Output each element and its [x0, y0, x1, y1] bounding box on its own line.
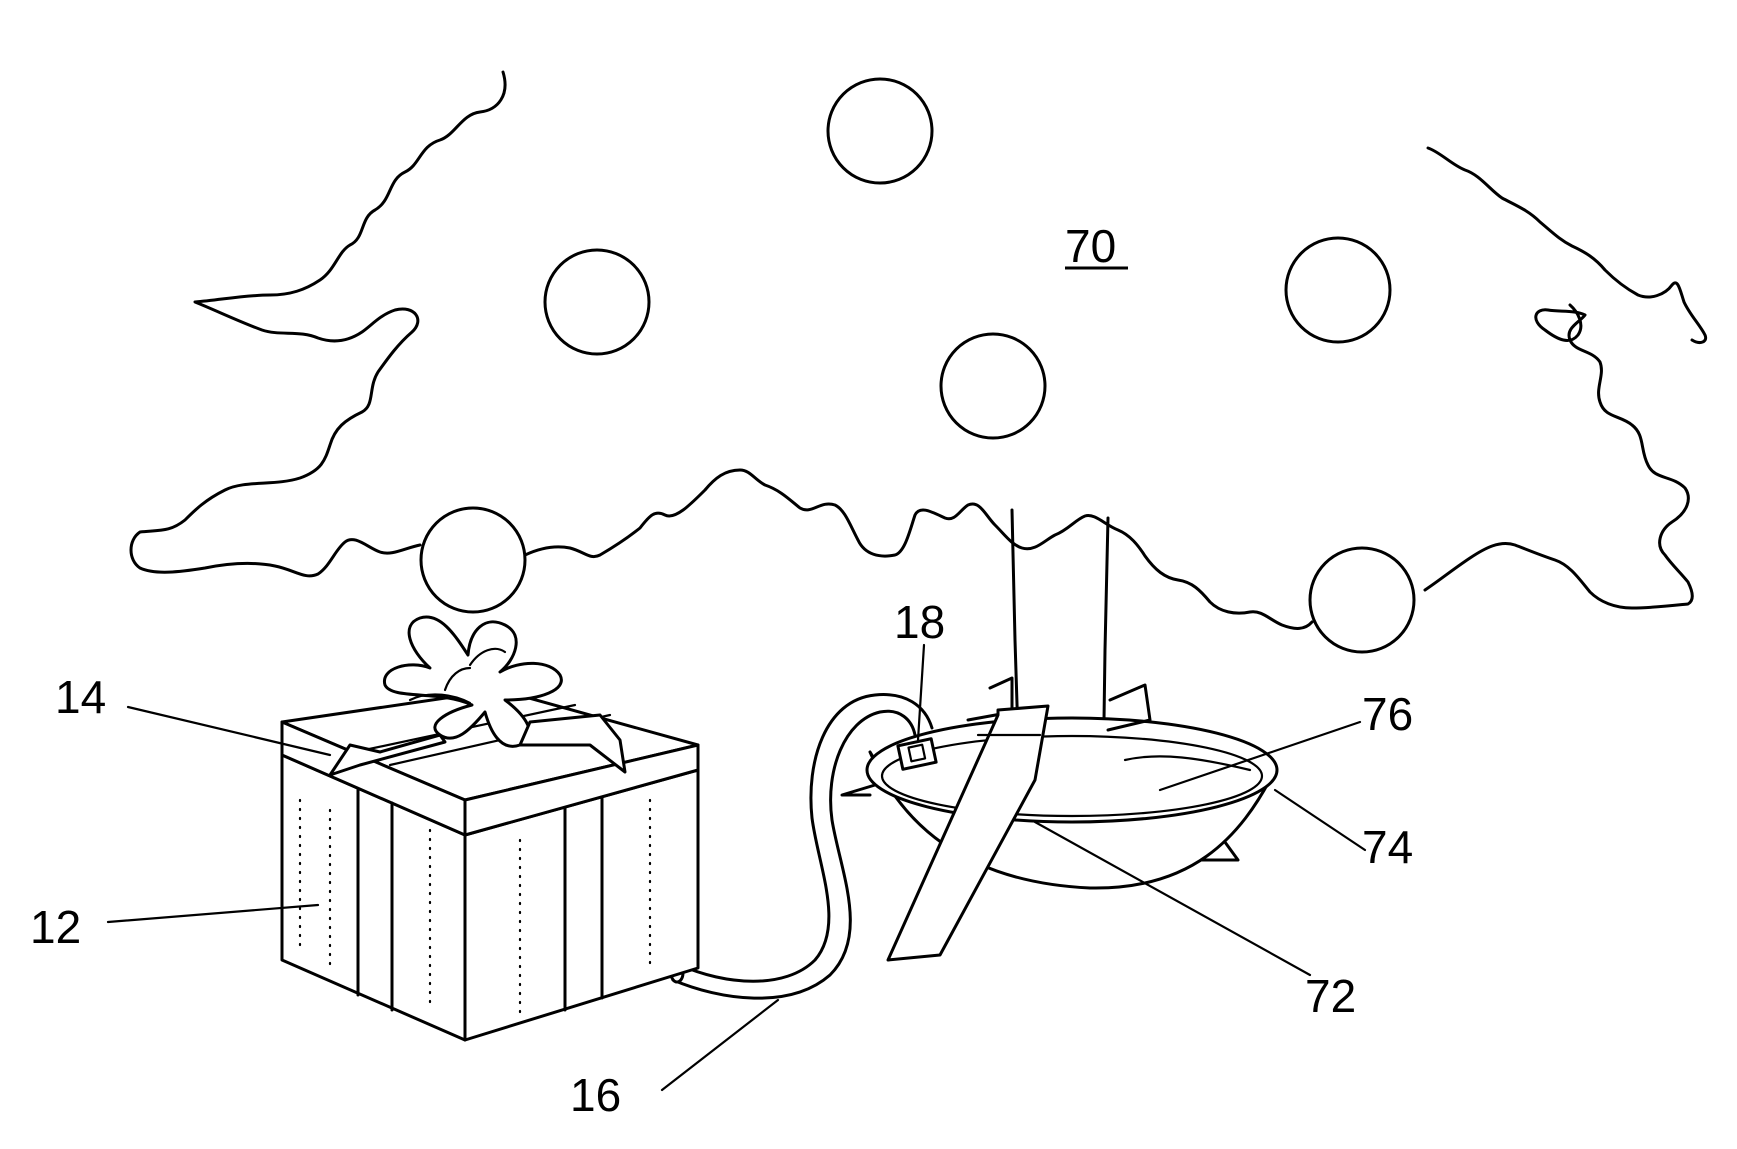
tree-foliage-left-outline — [131, 72, 505, 576]
ornament — [941, 334, 1045, 438]
leader-line-16 — [662, 1000, 778, 1090]
connector — [898, 739, 936, 770]
leader-line-74 — [1275, 790, 1365, 850]
label-water: 76 — [1362, 688, 1413, 740]
tree-stand-legs — [842, 785, 875, 795]
tree-foliage-right-upper-outline — [1428, 148, 1706, 342]
ornament — [1286, 238, 1390, 342]
label-gift-box: 12 — [30, 901, 81, 953]
ornament — [828, 79, 932, 183]
label-stand-rim: 74 — [1362, 821, 1413, 873]
tree-foliage-right-outline — [1425, 305, 1692, 608]
ornament — [421, 508, 525, 612]
label-lid: 14 — [55, 671, 106, 723]
ornament — [1310, 548, 1414, 652]
label-tree: 70 — [1065, 220, 1116, 272]
label-hose: 16 — [570, 1069, 621, 1121]
leader-line-18 — [918, 645, 924, 740]
label-tube: 72 — [1305, 970, 1356, 1022]
label-connector: 18 — [894, 596, 945, 648]
hose — [680, 695, 932, 982]
ornament — [545, 250, 649, 354]
